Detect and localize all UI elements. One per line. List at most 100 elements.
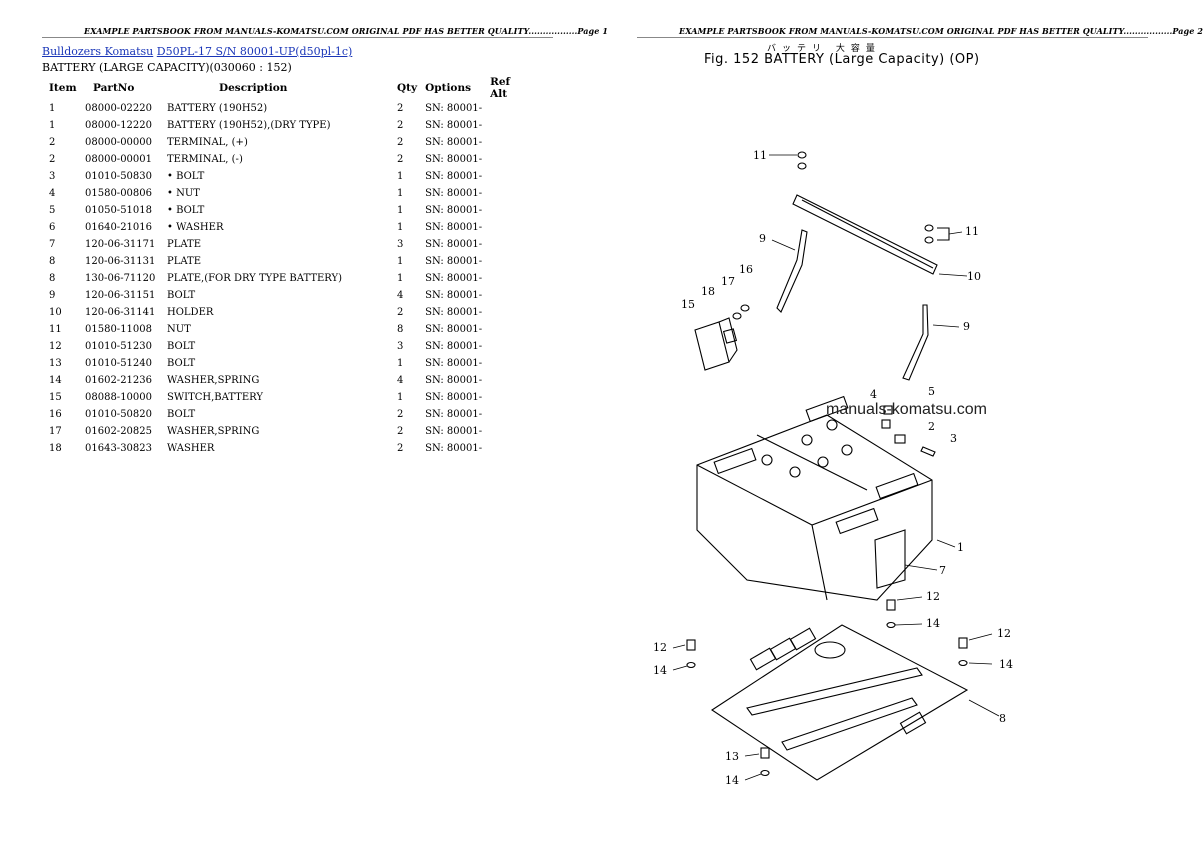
callout-14b: 14 [653,664,667,677]
cell-ref-alt [486,287,534,304]
cell-ref-alt [486,304,534,321]
cell-description: NUT [167,324,191,335]
cell-item: 2 [49,137,56,148]
cell-description: SWITCH,BATTERY [167,392,263,403]
battery-switch-part [694,304,750,371]
cell-item: 10 [49,307,62,318]
cell-options: SN: 80001- [425,188,483,199]
cell-partno: 08000-00000 [85,137,153,148]
cell-options: SN: 80001- [425,120,483,131]
cell-qty: 1 [397,171,404,182]
cell-partno: 08000-00001 [85,154,153,165]
cell-item: 6 [49,222,56,233]
cell-item: 11 [49,324,62,335]
callout-18: 18 [701,285,715,298]
cell-ref-alt [486,134,534,151]
cell-description: BOLT [167,341,196,352]
cell-qty: 8 [397,324,404,335]
cell-description: PLATE [167,256,202,267]
figure-title: Fig. 152 BATTERY (Large Capacity) (OP) [704,52,980,67]
cell-ref-alt [486,185,534,202]
cell-options: SN: 80001- [425,409,483,420]
cell-ref-alt [486,202,534,219]
callout-14c: 14 [999,658,1013,671]
callout-11a: 11 [753,149,767,162]
cell-description: BOLT [167,290,196,301]
breadcrumb-link-bulldozers[interactable]: Bulldozers Komatsu [42,45,154,58]
cell-description: BATTERY (190H52) [167,103,268,114]
table-header-row: Item PartNo Description Qty Options Ref … [42,76,534,100]
cell-ref-alt [486,389,534,406]
cell-ref-alt [486,236,534,253]
breadcrumb-link-model[interactable]: D50PL-17 S/N 80001-UP(d50pl-1c) [156,45,353,58]
cell-partno: 01643-30823 [85,443,153,454]
callout-15: 15 [681,298,695,311]
cell-partno: 08000-12220 [85,120,153,131]
cell-qty: 1 [397,392,404,403]
cell-item: 8 [49,256,56,267]
cell-partno: 01602-21236 [85,375,153,386]
hook-bolt-right [902,304,929,381]
cell-item: 12 [49,341,62,352]
cell-ref-alt [486,253,534,270]
cell-qty: 1 [397,256,404,267]
header-divider-right [637,37,1148,38]
cell-partno: 120-06-31141 [85,307,156,318]
cell-ref-alt [486,440,534,457]
cell-options: SN: 80001- [425,443,483,454]
cell-partno: 08088-10000 [85,392,153,403]
callout-3: 3 [950,432,957,445]
page-header-right: EXAMPLE PARTSBOOK FROM MANUALS-KOMATSU.C… [679,26,1203,36]
cell-options: SN: 80001- [425,375,483,386]
parts-table: Item PartNo Description Qty Options Ref … [42,76,534,457]
cell-qty: 2 [397,443,404,454]
mounting-bolts [686,599,968,777]
cell-partno: 01602-20825 [85,426,153,437]
cell-ref-alt [486,372,534,389]
cell-qty: 2 [397,307,404,318]
cell-description: WASHER [167,443,215,454]
mounting-plate-part [711,624,969,781]
column-header-options: Options [425,82,471,94]
cell-partno: 120-06-31151 [85,290,156,301]
breadcrumb: Bulldozers Komatsu D50PL-17 S/N 80001-UP… [42,45,352,58]
cell-options: SN: 80001- [425,358,483,369]
callout-9b: 9 [963,320,970,333]
callout-14a: 14 [926,617,940,630]
callout-4: 4 [870,388,877,401]
cell-item: 2 [49,154,56,165]
cell-item: 3 [49,171,56,182]
cell-qty: 1 [397,188,404,199]
cell-options: SN: 80001- [425,307,483,318]
nut-pair-top-left [797,151,807,170]
page-header-left: EXAMPLE PARTSBOOK FROM MANUALS-KOMATSU.C… [84,26,608,36]
cell-options: SN: 80001- [425,222,483,233]
watermark: manuals-komatsu.com [826,401,987,418]
cell-ref-alt [486,355,534,372]
cell-description: TERMINAL, (-) [167,154,243,165]
column-header-ref-alt: Ref Alt [490,76,511,100]
cell-options: SN: 80001- [425,103,483,114]
cell-qty: 2 [397,409,404,420]
cell-item: 16 [49,409,62,420]
cell-qty: 2 [397,137,404,148]
nut-pair-right [924,224,950,244]
cell-qty: 3 [397,341,404,352]
cell-item: 17 [49,426,62,437]
cell-partno: 01050-51018 [85,205,153,216]
column-header-partno: PartNo [93,82,135,94]
